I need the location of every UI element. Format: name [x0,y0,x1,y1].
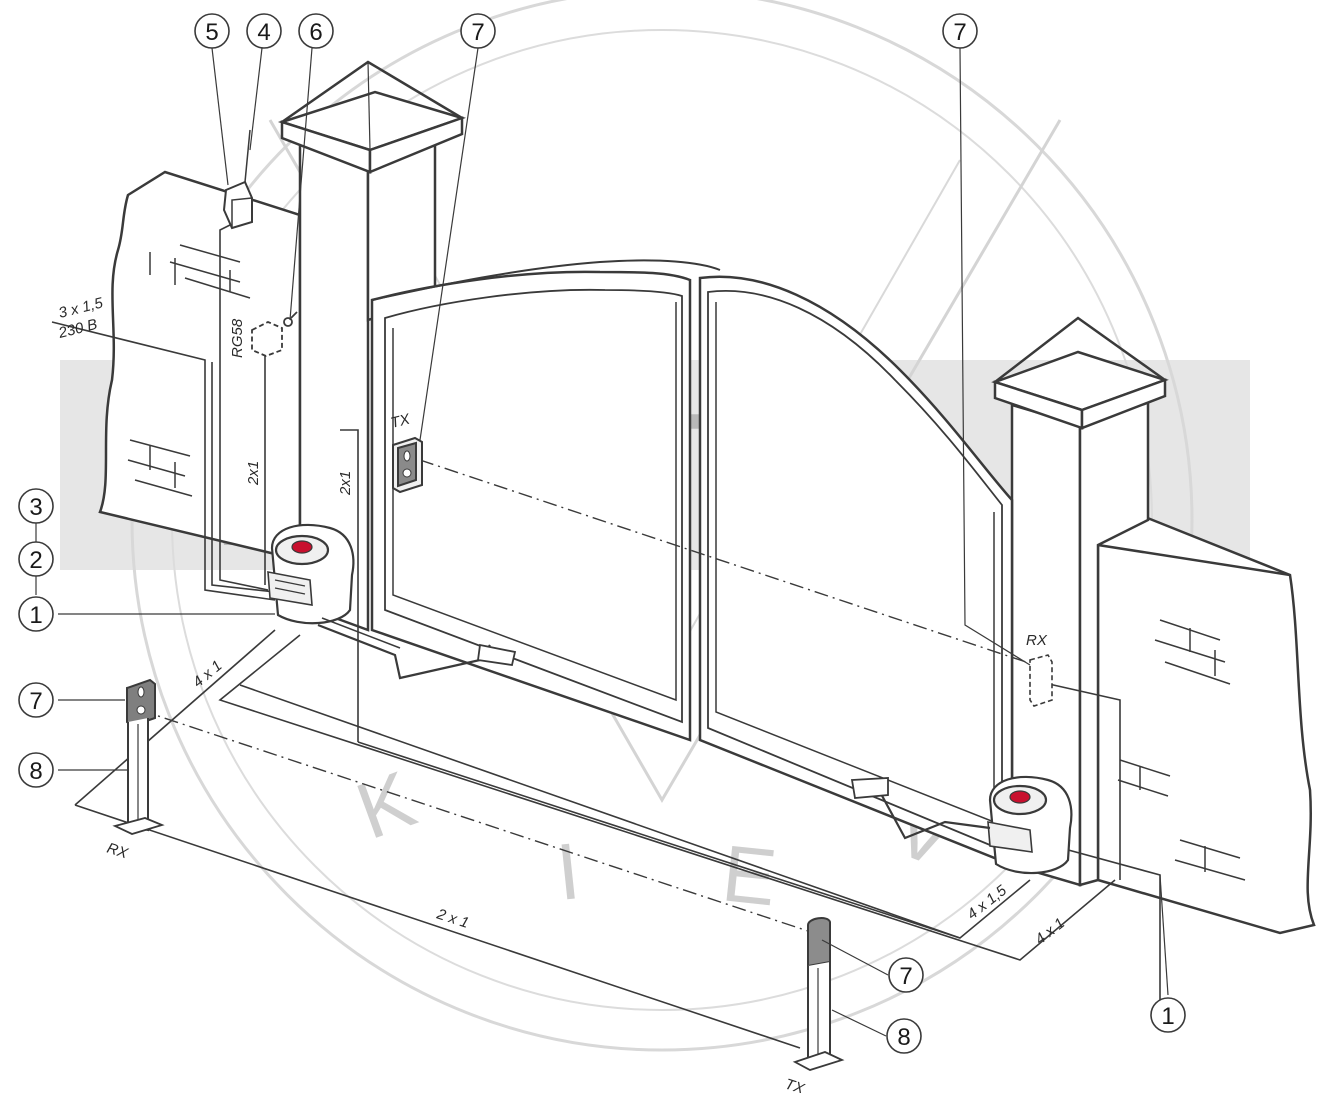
callout-4: 4 [246,13,282,49]
callout-8-bottom: 8 [886,1018,922,1054]
photocell-beam-gate [419,459,1036,666]
callout-8-left: 8 [18,752,54,788]
callout-1-left: 1 [18,596,54,632]
callouts: 5 4 6 7 7 3 2 1 [18,13,1186,1054]
callout-7-left: 7 [18,682,54,718]
callout-number: 8 [29,758,42,785]
motor-right [850,775,1073,875]
tx-post-label: TX [783,1076,807,1093]
callout-number: 1 [29,602,42,629]
callout-number: 8 [897,1024,910,1051]
motor-indicator [291,540,313,554]
callout-number: 7 [953,19,966,46]
ground-cable-label: 4 x 1 [190,657,226,691]
callout-3: 3 [18,488,54,524]
motor-left [267,523,517,680]
callout-2: 2 [18,541,54,577]
callout-number: 7 [471,19,484,46]
antenna-cable [219,224,269,591]
left-brick-wall [98,170,302,562]
brick-pattern [127,244,251,497]
photocell-beam-ground [139,709,821,936]
tx-gate-cable-label: 2x1 [337,471,354,496]
callout-number: 7 [29,688,42,715]
callout-number: 5 [205,19,218,46]
rx-pillar-label: RX [1026,632,1048,649]
power-cable-label: 3 x 1,5 [57,294,105,322]
callout-6: 6 [298,13,334,49]
callout-number: 1 [1161,1003,1174,1030]
photocell-post-tx [792,917,845,1071]
photocell-tx-gate [392,436,423,494]
gate-leaf-right [698,275,1014,867]
callout-7-top-left: 7 [460,13,496,49]
callout-7-top-right: 7 [942,13,978,49]
callout-1-right: 1 [1150,997,1186,1033]
antenna-cable-label: RG58 [229,318,246,358]
left-pillar [277,60,467,632]
photocell-rx-pillar [1029,654,1053,707]
rx-post-label: RX [105,840,131,863]
callout-number: 2 [29,547,42,574]
key-icon [283,317,293,327]
callout-number: 7 [899,963,912,990]
keyswitch-cable-label: 2x1 [245,461,262,486]
watermark-sub-letter: E [718,828,780,922]
callout-leaders [35,47,1169,1037]
arm-bracket [476,643,517,667]
photocell-post-rx [112,678,165,835]
callout-number: 4 [257,19,270,46]
brick-pattern [1117,619,1246,881]
motor-indicator [1009,790,1031,804]
cable-runs [51,224,1161,1049]
callout-7-bottom: 7 [888,957,924,993]
tx-gate-cable [340,429,359,742]
ground-cable-label: 4 x 1 [1032,915,1068,948]
gate-leaf-left [370,270,692,742]
callout-number: 6 [309,19,322,46]
key-switch [251,311,298,357]
right-pillar [991,316,1169,887]
right-brick-wall [1096,513,1316,935]
antenna-rod [244,129,251,183]
callout-number: 3 [29,494,42,521]
flashing-lamp-antenna [222,129,253,230]
watermark-sub-letter: K [345,754,426,856]
tx-gate-label: TX [389,411,413,432]
callout-5: 5 [194,13,230,49]
power-cable [51,321,276,601]
arm-bracket [850,777,889,799]
watermark-sub-letter: I [552,826,583,917]
